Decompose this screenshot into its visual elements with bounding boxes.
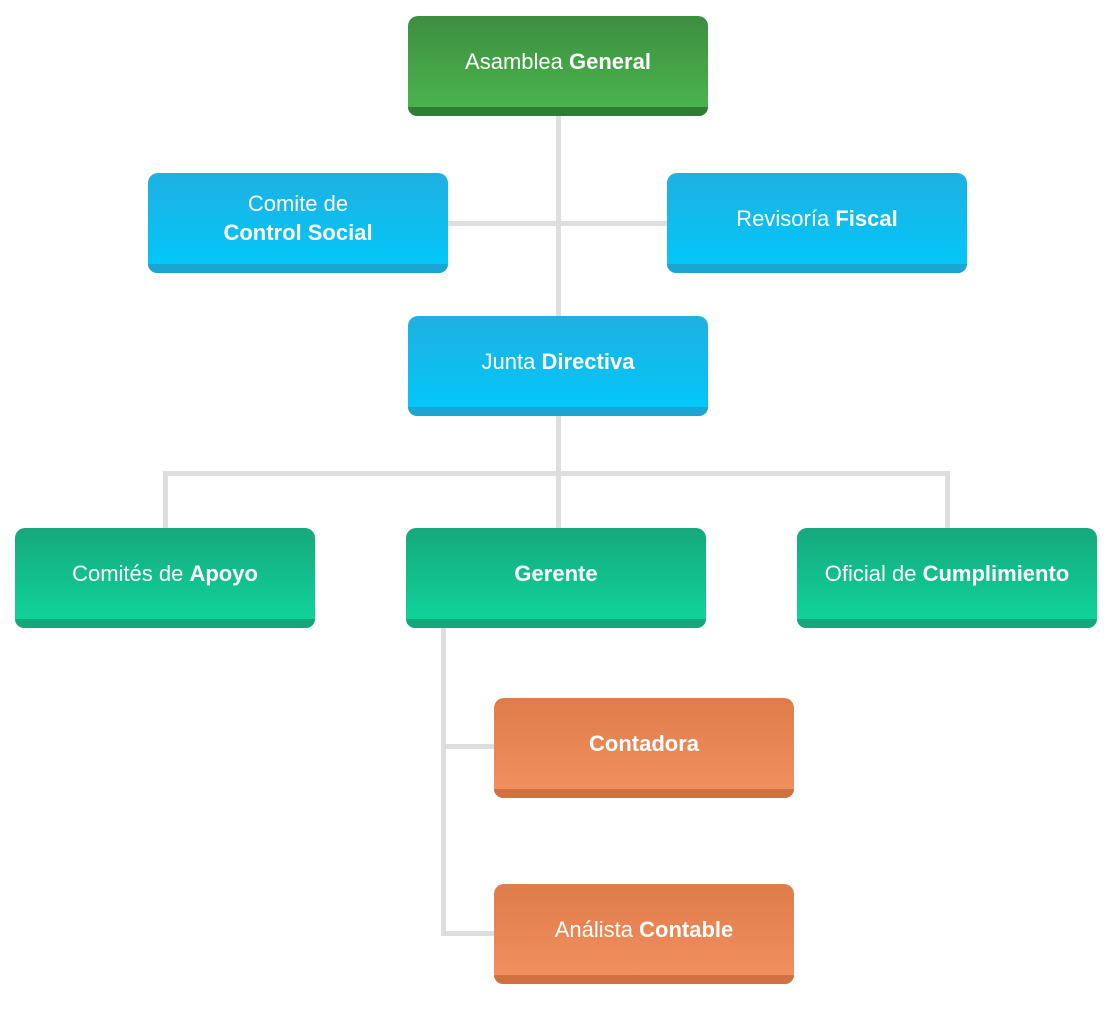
- node-label-bold: Contadora: [589, 730, 699, 756]
- node-label-bold: Fiscal: [835, 205, 898, 231]
- node-label-bold: Control Social: [223, 220, 373, 245]
- node-asamblea-general: Asamblea General: [408, 16, 708, 116]
- connector-drop-gerente: [556, 471, 561, 533]
- node-label-bold: Contable: [639, 916, 734, 942]
- node-gerente: Gerente: [406, 528, 706, 628]
- node-comites-de-apoyo: Comités de Apoyo: [15, 528, 315, 628]
- node-label-bold: Cumplimiento: [922, 560, 1070, 586]
- node-label-regular: Oficial de: [824, 560, 923, 586]
- connector-stub-contadora: [441, 744, 499, 749]
- node-label-bold: Directiva: [541, 348, 635, 374]
- node-revisoria-fiscal: Revisoría Fiscal: [667, 173, 967, 273]
- node-oficial-cumplimiento: Oficial de Cumplimiento: [797, 528, 1097, 628]
- connector-drop-apoyo: [163, 471, 168, 533]
- node-label-bold: General: [569, 48, 651, 74]
- node-label-regular: Revisoría: [736, 205, 836, 231]
- node-label-regular: Asamblea: [465, 48, 569, 74]
- node-junta-directiva: Junta Directiva: [408, 316, 708, 416]
- node-label-bold: Gerente: [514, 560, 598, 586]
- node-label-regular: Comite de: [247, 191, 349, 217]
- node-comite-control-social: Comite de Control Social: [148, 173, 448, 273]
- connector-gerente-branch: [441, 622, 446, 936]
- node-label-regular: Análista: [554, 916, 640, 942]
- connector-junta-down: [556, 410, 561, 473]
- node-label-regular: Comités de: [72, 560, 190, 586]
- connector-stub-analista: [441, 931, 499, 936]
- node-contadora: Contadora: [494, 698, 794, 798]
- connector-asamblea-junta: [556, 110, 561, 322]
- connector-drop-oficial: [945, 471, 950, 533]
- node-label-bold: Apoyo: [189, 560, 258, 586]
- node-analista-contable: Análista Contable: [494, 884, 794, 984]
- node-label-regular: Junta: [481, 348, 542, 374]
- connector-comite-revisoria: [440, 221, 674, 226]
